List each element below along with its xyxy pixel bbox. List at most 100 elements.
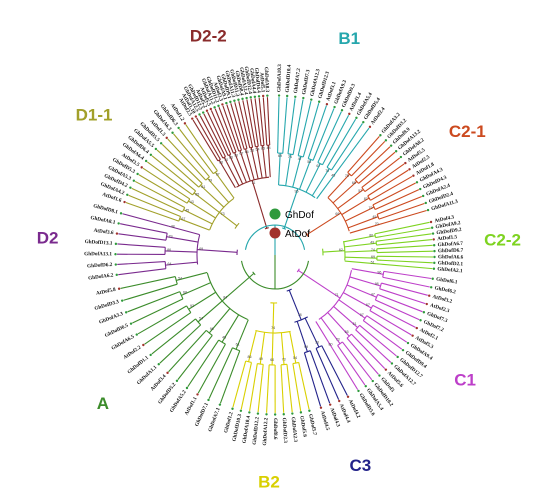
bootstrap-value: 70 xyxy=(325,169,329,173)
bootstrap-value: 48 xyxy=(171,224,175,228)
leaf-marker xyxy=(261,94,265,98)
terminal-branch xyxy=(382,276,430,288)
leaf-label: AtDof4.5 xyxy=(319,410,331,431)
terminal-branch xyxy=(321,345,348,396)
terminal-branch xyxy=(207,111,229,156)
bootstrap-value: 85 xyxy=(261,147,265,151)
legend-atdof-marker xyxy=(269,227,281,239)
leaf-marker xyxy=(294,95,297,99)
terminal-branch xyxy=(210,110,232,155)
legend-ghdof-marker xyxy=(269,208,281,220)
leaf-marker xyxy=(117,287,121,290)
terminal-branch xyxy=(123,283,178,301)
leaf-marker xyxy=(115,273,118,277)
terminal-branch xyxy=(246,99,256,147)
leaf-marker xyxy=(207,398,210,402)
subclade-branch xyxy=(285,154,292,186)
terminal-branch xyxy=(380,210,427,225)
clade-stem xyxy=(322,250,345,253)
terminal-branch xyxy=(375,233,432,242)
bootstrap-value: 70 xyxy=(224,158,228,162)
subclade-branch xyxy=(207,178,230,203)
leaf-marker xyxy=(433,244,436,247)
leaf-label: GhDofD8.4 xyxy=(234,70,245,96)
terminal-branch xyxy=(185,124,218,172)
leaf-marker xyxy=(291,412,294,415)
leaf-marker xyxy=(177,126,180,130)
leaf-marker xyxy=(419,187,422,191)
bootstrap-value: 93 xyxy=(190,304,194,308)
leaf-marker xyxy=(241,97,244,101)
terminal-branch xyxy=(372,182,416,206)
subclade-arc xyxy=(257,363,264,365)
terminal-branch xyxy=(134,180,185,208)
leaf-marker xyxy=(282,413,285,416)
bootstrap-value: 74 xyxy=(271,326,275,330)
backbone-arc xyxy=(234,222,240,229)
bootstrap-value: 45 xyxy=(331,173,335,177)
terminal-branch xyxy=(376,195,422,215)
terminal-branch xyxy=(379,288,426,305)
terminal-branch xyxy=(346,337,379,375)
terminal-branch xyxy=(375,227,431,239)
bootstrap-value: 54 xyxy=(199,316,203,320)
leaf-marker xyxy=(299,411,303,414)
leaf-marker xyxy=(432,238,435,241)
terminal-branch xyxy=(315,348,340,400)
legend-atdof-label: AtDof xyxy=(285,229,310,240)
leaf-marker xyxy=(422,311,426,314)
terminal-branch xyxy=(282,97,288,154)
terminal-branch xyxy=(377,293,423,313)
subclade-branch xyxy=(344,256,377,259)
leaf-marker xyxy=(248,411,251,414)
leaf-marker xyxy=(209,107,212,111)
leaf-marker xyxy=(159,142,163,145)
subclade-arc xyxy=(205,329,213,336)
leaf-marker xyxy=(431,232,435,235)
clade-stem xyxy=(283,188,299,229)
leaf-marker xyxy=(256,412,260,415)
leaf-marker xyxy=(149,153,153,157)
bootstrap-value: 54 xyxy=(256,148,260,152)
bootstrap-value: 84 xyxy=(223,295,227,299)
leaf-label: GhDof5.7 xyxy=(307,414,318,437)
clade-arc xyxy=(318,270,353,320)
leaf-marker xyxy=(362,120,365,124)
leaf-marker xyxy=(149,353,152,357)
subclade-branch xyxy=(214,171,235,199)
leaf-marker xyxy=(115,232,119,235)
bootstrap-value: 69 xyxy=(278,154,282,158)
leaf-marker xyxy=(285,94,289,98)
leaf-marker xyxy=(340,109,344,112)
terminal-branch xyxy=(118,233,167,241)
terminal-branch xyxy=(197,343,226,394)
leaf-label: AtDof1.5 xyxy=(437,234,458,242)
bootstrap-value: 75 xyxy=(345,174,349,178)
terminal-branch xyxy=(232,360,247,408)
subclade-branch xyxy=(183,209,213,225)
leaf-marker xyxy=(140,166,143,169)
leaf-marker xyxy=(239,409,243,413)
terminal-branch xyxy=(383,270,432,280)
subclade-branch xyxy=(165,250,198,253)
bootstrap-value: 43 xyxy=(190,200,194,204)
subclade-arc xyxy=(233,151,237,154)
leaf-marker xyxy=(245,96,248,100)
subclade-arc xyxy=(213,170,218,175)
clade-arc xyxy=(255,329,291,334)
terminal-branch xyxy=(161,143,203,184)
terminal-branch xyxy=(196,117,221,160)
leaf-label: GhDofA4.4 xyxy=(248,68,257,94)
leaf-marker xyxy=(233,99,236,102)
leaf-marker xyxy=(144,159,148,163)
subclade-arc xyxy=(369,305,374,311)
leaf-marker xyxy=(317,100,321,103)
clade-label: C2-2 xyxy=(484,231,521,250)
subclade-arc xyxy=(292,361,299,365)
leaf-marker xyxy=(425,302,428,306)
clade-label: D2 xyxy=(37,229,59,248)
clade-stem xyxy=(221,272,255,302)
subclade-branch xyxy=(280,332,285,365)
subclade-branch xyxy=(193,192,220,213)
